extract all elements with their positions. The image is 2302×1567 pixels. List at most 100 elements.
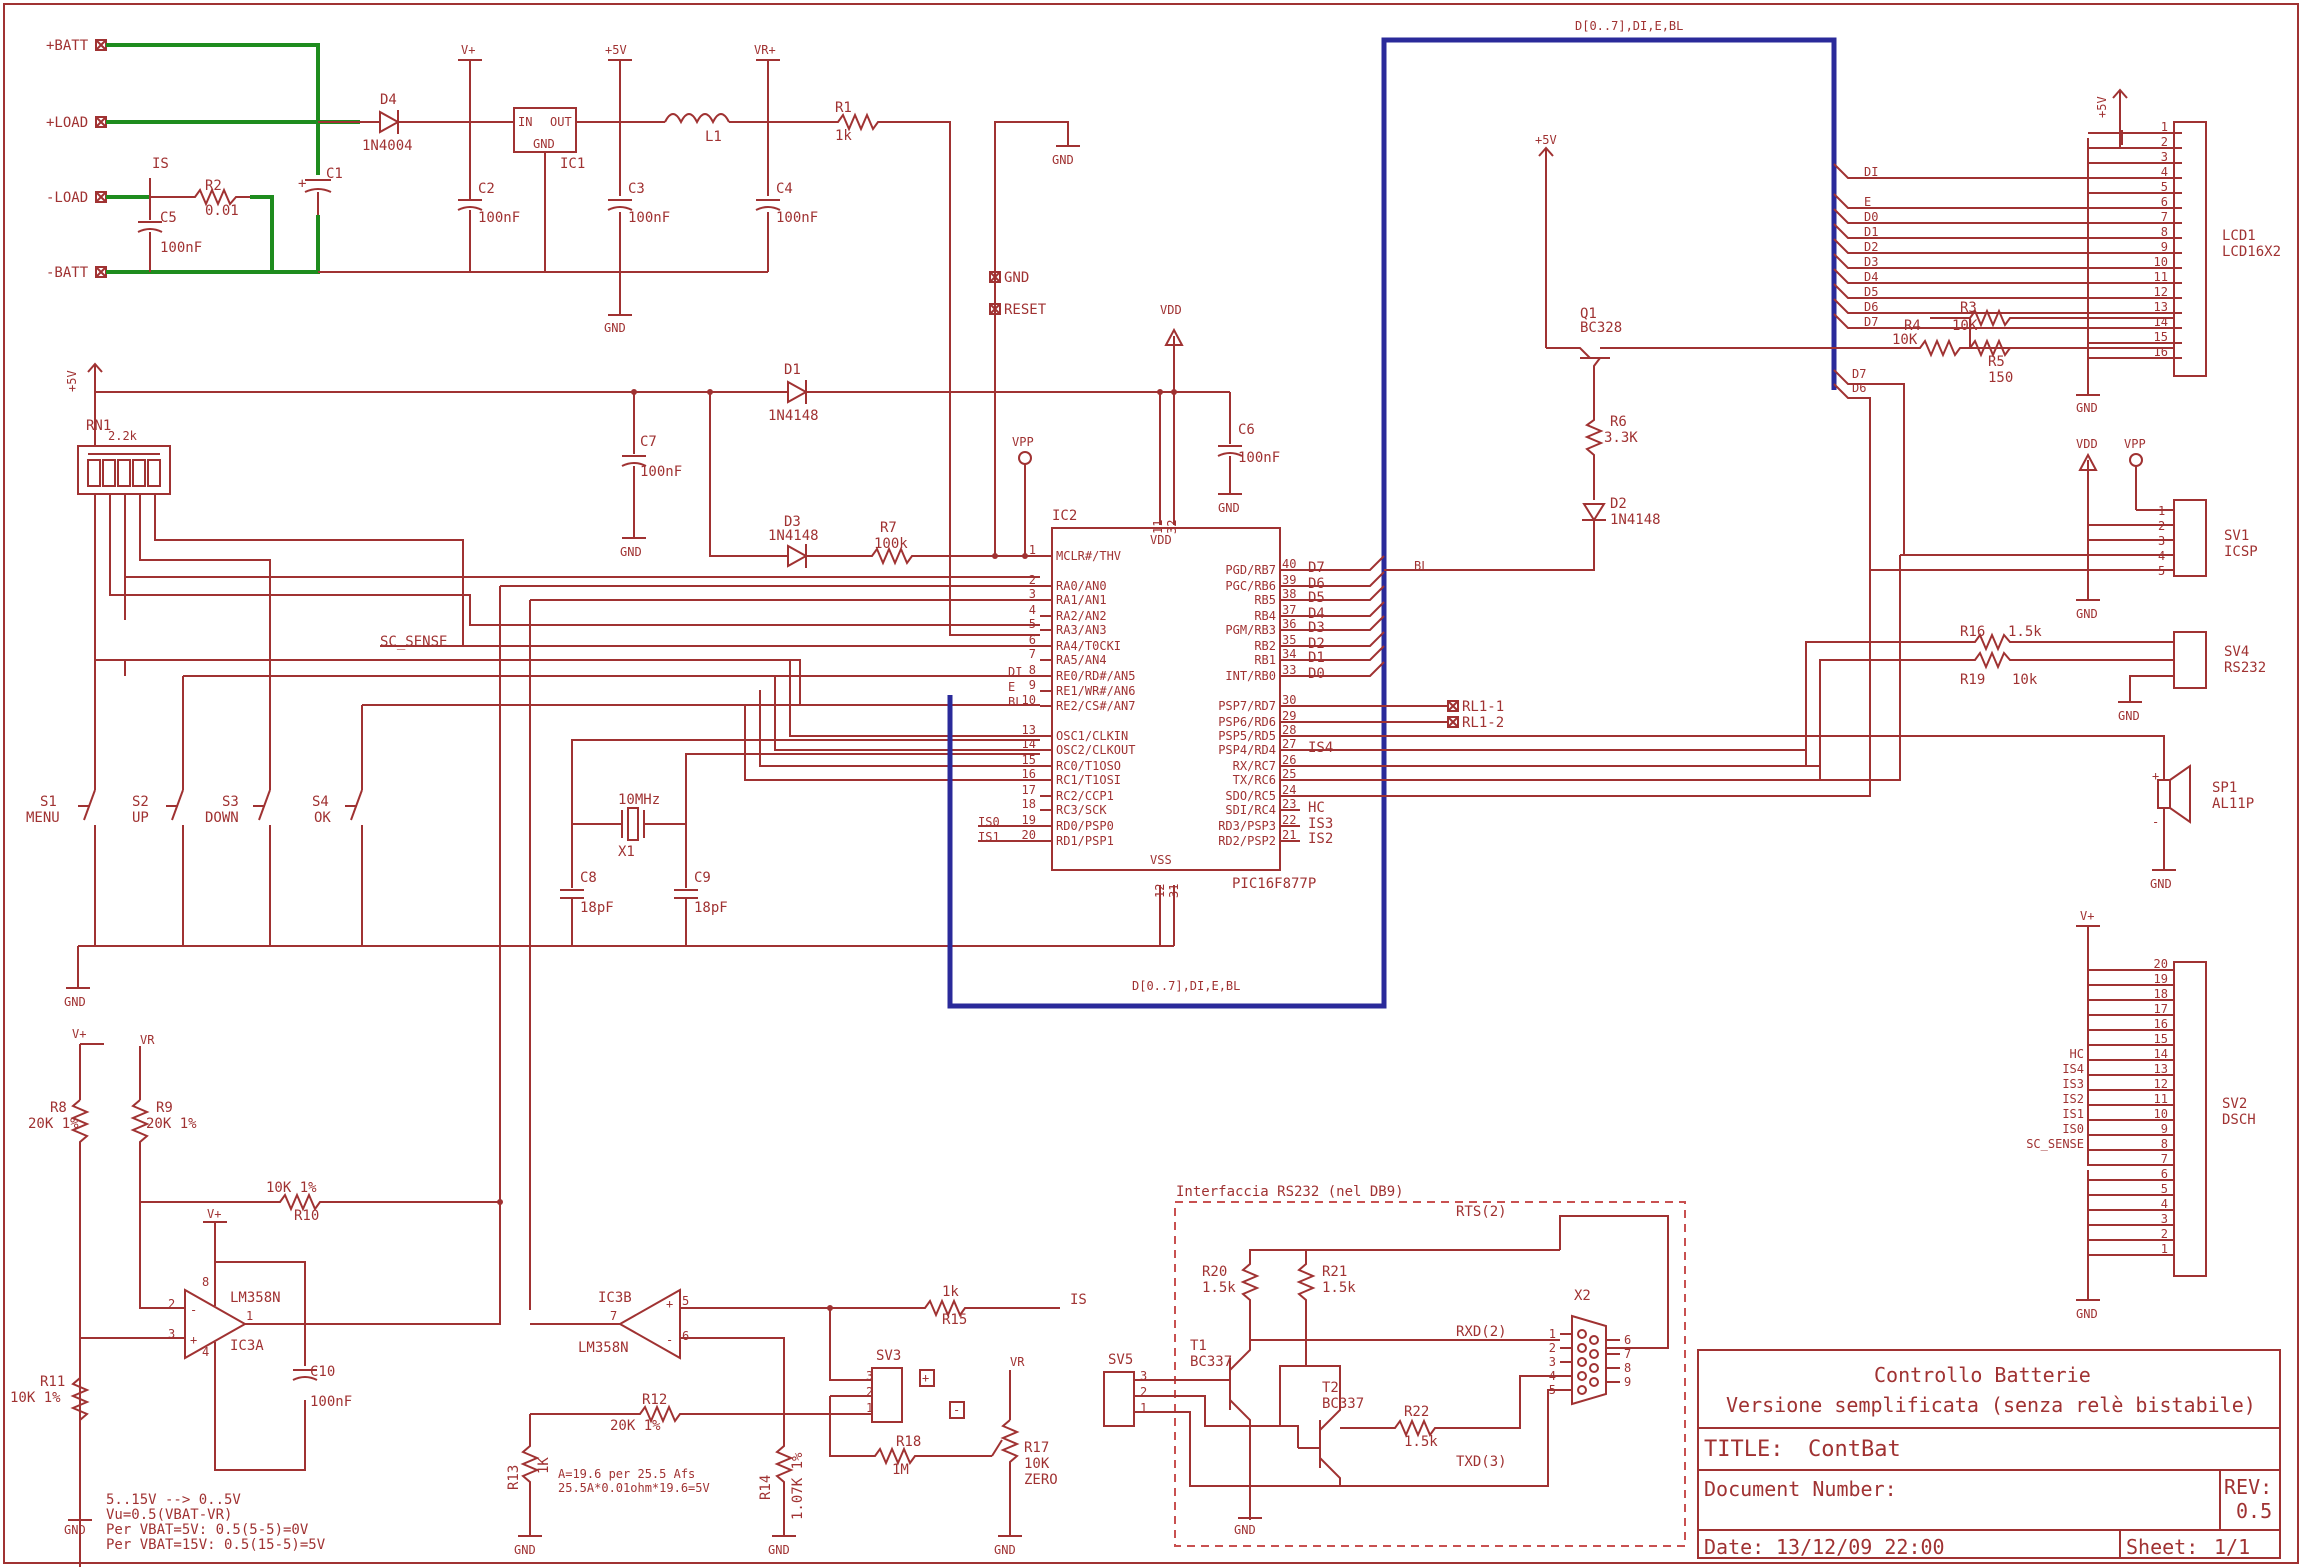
sv2-pin-15: 15 [2154, 1032, 2168, 1046]
title-value: ContBat [1808, 1437, 1901, 1462]
ic3b-pin-6: 6 [682, 1329, 689, 1343]
lcd1-connector: LCD1 LCD16X2 12345678910111213141516DIED… [1800, 88, 2281, 570]
l1-ref: L1 [705, 129, 722, 145]
ic2-pin-num-33: 33 [1282, 663, 1296, 677]
x1-ref: X1 [618, 844, 635, 860]
ic2-pin-name-34: RB1 [1254, 653, 1276, 667]
r11-ref: R11 [40, 1374, 65, 1390]
sv2-dsch: SV2 DSCH V+ GND 201918171615141312111098… [2026, 909, 2256, 1321]
t1-ref: T1 [1190, 1338, 1207, 1354]
r4-value: 10K [1892, 332, 1918, 348]
rn1-network: RN1 2.2k [77, 392, 171, 495]
ic2-pin-num-15: 15 [1022, 753, 1036, 767]
sv2-net-sc-sense: SC_SENSE [2026, 1137, 2084, 1151]
ic2-pin-32: 32 [1165, 520, 1179, 534]
doc-number-label: Document Number: [1704, 1477, 1897, 1501]
ic2-pin-name-1: MCLR#/THV [1056, 549, 1121, 563]
gnd-label-r13: GND [514, 1543, 536, 1557]
c7-ref: C7 [640, 434, 657, 450]
r6-value: 3.3K [1604, 430, 1638, 446]
sv4-type: RS232 [2224, 660, 2266, 676]
net-label-di: DI [1008, 665, 1022, 679]
c5-ref: C5 [160, 210, 177, 226]
relay-1-label: RL1-1 [1462, 699, 1504, 715]
c4-ref: C4 [776, 181, 793, 197]
c5-value: 100nF [160, 240, 202, 256]
ic2-pin-num-8: 8 [1029, 663, 1036, 677]
ic1-ref: IC1 [560, 156, 585, 172]
gnd-label-rs232: GND [1234, 1523, 1256, 1537]
ic2-vdd: VDD [1150, 533, 1172, 547]
ic3b-minus: - [666, 1333, 673, 1347]
r5-ref: R5 [1988, 354, 2005, 370]
sp1-minus: - [2152, 815, 2159, 829]
s3-ref: S3 [222, 794, 239, 810]
rs232-frame-label: Interfaccia RS232 (nel DB9) [1176, 1184, 1404, 1200]
sv2-pin-2: 2 [2161, 1227, 2168, 1241]
ic2-pin-num-22: 22 [1282, 813, 1296, 827]
ic2-pin-name-27: PSP4/RD4 [1218, 743, 1276, 757]
sheet-border [3, 3, 2299, 1564]
r19-ref: R19 [1960, 672, 1985, 688]
c9-ref: C9 [694, 870, 711, 886]
ic2-net-33: D0 [1308, 666, 1325, 682]
r16-value: 1.5k [2008, 624, 2042, 640]
ic3b-pin-7: 7 [610, 1309, 617, 1323]
r8-ref: R8 [50, 1100, 67, 1116]
x2-pin-9: 9 [1624, 1375, 1631, 1389]
sv5-pin-3: 3 [1140, 1369, 1147, 1383]
r3-ref: R3 [1960, 300, 1977, 316]
relay-pads: RL1-1 RL1-2 [1290, 699, 1504, 731]
lcd1-pin-2: 2 [2161, 135, 2168, 149]
gnd-label-c7: GND [620, 545, 642, 559]
r1-value: 1k [835, 128, 852, 144]
ic2-pin-name-9: RE1/WR#/AN6 [1056, 684, 1135, 698]
ic2-pin-num-2: 2 [1029, 573, 1036, 587]
c9-value: 18pF [694, 900, 728, 916]
x2-pin-1: 1 [1549, 1327, 1556, 1341]
wire-rc1 [744, 705, 1040, 781]
net-label-vdd-icsp: VDD [2076, 437, 2098, 451]
r12-value: 20K 1% [610, 1418, 661, 1434]
r7-ref: R7 [880, 520, 897, 536]
ic2-pin-name-21: RD2/PSP2 [1218, 834, 1276, 848]
c3-value: 100nF [628, 210, 670, 226]
sv2-net-is4: IS4 [2062, 1062, 2084, 1076]
ic2-pin-name-14: OSC2/CLKOUT [1056, 743, 1135, 757]
ic2-pin-num-13: 13 [1022, 723, 1036, 737]
r8-value: 20K 1% [28, 1116, 79, 1132]
lcd1-pin-group: 12345678910111213141516DIED0D1D2D3D4D5D6… [1833, 120, 2182, 570]
ic2-pin-num-23: 23 [1282, 797, 1296, 811]
ic2-pin-name-3: RA1/AN1 [1056, 593, 1107, 607]
net-label-is-top: IS [152, 156, 169, 172]
ic2-net-35: D2 [1308, 636, 1325, 652]
net-label-is-r15: IS [1070, 1292, 1087, 1308]
pad-gnd-label: GND [1004, 270, 1029, 286]
net-label-vpp-icsp: VPP [2124, 437, 2146, 451]
d1-ref: D1 [784, 362, 801, 378]
r18-value: 1M [892, 1462, 909, 1478]
title-block: Controllo Batterie Versione semplificata… [1697, 1349, 2281, 1559]
crystal-x1: 10MHz X1 C8 18pF C9 18pF [560, 739, 1040, 946]
lcd1-pin-10: 10 [2154, 255, 2168, 269]
gnd-label-c6: GND [1218, 501, 1240, 515]
s2-label: UP [132, 810, 149, 826]
sheet-value: 1/1 [2214, 1535, 2250, 1559]
ic2-pin-name-39: PGC/RB6 [1225, 579, 1276, 593]
net-label-e: E [1008, 680, 1015, 694]
ic2-pin-name-4: RA2/AN2 [1056, 609, 1107, 623]
sv2-pin-9: 9 [2161, 1122, 2168, 1136]
ic2-pin-num-20: 20 [1022, 828, 1036, 842]
c2-value: 100nF [478, 210, 520, 226]
r18-ref: R18 [896, 1434, 921, 1450]
sv1-pin-3: 3 [2158, 534, 2165, 548]
sv2-pin-3: 3 [2161, 1212, 2168, 1226]
ic2-vss: VSS [1150, 853, 1172, 867]
r15-value: 1k [942, 1284, 959, 1300]
lcd1-pin-7: 7 [2161, 210, 2168, 224]
r14-ref: R14 [758, 1475, 774, 1500]
gnd-label-sv4: GND [2118, 709, 2140, 723]
sv2-pin-11: 11 [2154, 1092, 2168, 1106]
lcd1-pin-9: 9 [2161, 240, 2168, 254]
